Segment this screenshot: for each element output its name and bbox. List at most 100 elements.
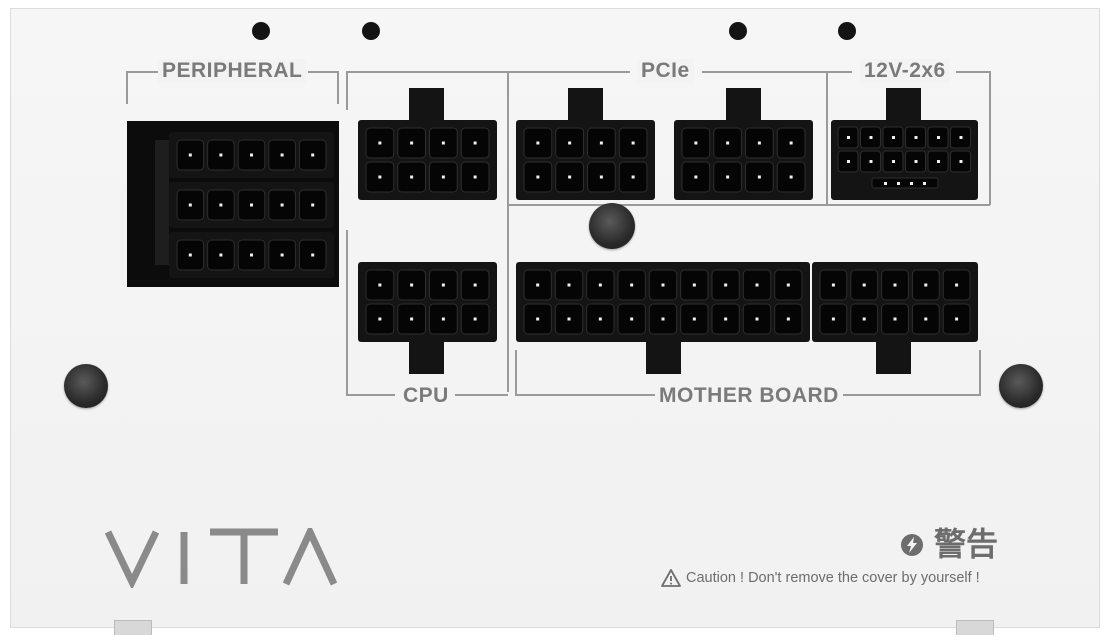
connector-pin [893, 317, 897, 321]
connector-pin [847, 160, 850, 163]
connector-pin [692, 317, 696, 321]
connector-pin [893, 283, 897, 287]
connector-pin [598, 283, 602, 287]
connector-pin [536, 317, 540, 321]
mounting-hole [729, 22, 747, 40]
mounting-hole [252, 22, 270, 40]
connector-pin [757, 141, 761, 145]
connector-pin [219, 253, 223, 257]
connector-pin [536, 175, 540, 179]
connector-pin [280, 253, 284, 257]
panel-foot [956, 620, 994, 635]
connector-pin [789, 141, 793, 145]
connector-pin [910, 182, 913, 185]
connector-pin [937, 136, 940, 139]
connector-pin [599, 141, 603, 145]
connector-pin [862, 283, 866, 287]
connector-pin [250, 253, 253, 257]
connector-pin [567, 283, 571, 287]
connector-pin [598, 317, 602, 321]
connector-pin [955, 317, 959, 321]
connector-pin [378, 317, 382, 321]
connector-pin [661, 317, 665, 321]
connector-pin [897, 182, 900, 185]
connector-pin [536, 141, 540, 145]
center-screw [589, 203, 635, 249]
connector-pin [694, 175, 698, 179]
group-brackets [126, 71, 991, 396]
connector-pin [441, 175, 445, 179]
connector-pin [473, 141, 477, 145]
connector-pin [923, 182, 926, 185]
connector-pin [692, 283, 696, 287]
mounting-hole [838, 22, 856, 40]
caution-triangle-icon [661, 569, 681, 587]
connector-pin [188, 253, 192, 257]
connector-pin [892, 160, 895, 163]
connector-pin [924, 283, 928, 287]
connector-pin [831, 283, 835, 287]
connector-pin [280, 203, 284, 207]
label-peripheral: PERIPHERAL [158, 59, 307, 83]
connector-pin [250, 153, 253, 157]
connector-pin [869, 136, 873, 139]
connector-pin [410, 283, 414, 287]
connector-pin [473, 175, 477, 179]
connector-pin [847, 136, 850, 139]
connector-pin [568, 141, 572, 145]
connector-pin [219, 203, 223, 207]
connector-pin [914, 136, 918, 139]
connector-pin [924, 317, 928, 321]
connector-pin [188, 153, 192, 157]
connector-pin [724, 317, 728, 321]
connector-pin [378, 175, 382, 179]
connector-pin [869, 160, 873, 163]
connector-pin [378, 283, 382, 287]
label-motherboard: MOTHER BOARD [655, 384, 843, 408]
connector-pin [567, 317, 571, 321]
connector-pin [536, 283, 540, 287]
connector-pin [755, 283, 759, 287]
connector-pin [694, 141, 698, 145]
mounting-hole [362, 22, 380, 40]
sense-pins [871, 177, 939, 189]
connector-latch [886, 88, 921, 124]
connector-pin [631, 141, 635, 145]
connector-pin [630, 283, 634, 287]
connector-pin [250, 203, 253, 207]
connector-pin [631, 175, 635, 179]
connector-latch [568, 88, 603, 124]
connector-pin [661, 283, 665, 287]
connector-pin [219, 153, 223, 157]
connector-pin [311, 153, 315, 157]
connector-pin [914, 160, 918, 163]
connector-pin [410, 141, 414, 145]
connector-pin [410, 317, 414, 321]
connector-pin [726, 175, 730, 179]
peripheral-housing-edge [155, 140, 169, 265]
connector-pin [188, 203, 192, 207]
connector-pin [726, 141, 730, 145]
connector-pin [789, 175, 793, 179]
connector-pin [311, 253, 315, 257]
label-cpu: CPU [399, 384, 453, 408]
connector-pin [831, 317, 835, 321]
connector-pin [955, 283, 959, 287]
connector-pin [786, 283, 790, 287]
connector-latch [876, 340, 911, 374]
connector-latch [409, 88, 444, 124]
connector-pin [786, 317, 790, 321]
connector-pin [724, 283, 728, 287]
caution-text: Caution ! Don't remove the cover by your… [686, 570, 980, 586]
connector-pin [441, 317, 445, 321]
connector-pin [755, 317, 759, 321]
connector-pin [473, 317, 477, 321]
connector-pin [441, 283, 445, 287]
connector-pin [280, 153, 284, 157]
panel-foot [114, 620, 152, 635]
connector-pin [884, 182, 887, 185]
connector-pin [410, 175, 414, 179]
left-screw [64, 364, 108, 408]
